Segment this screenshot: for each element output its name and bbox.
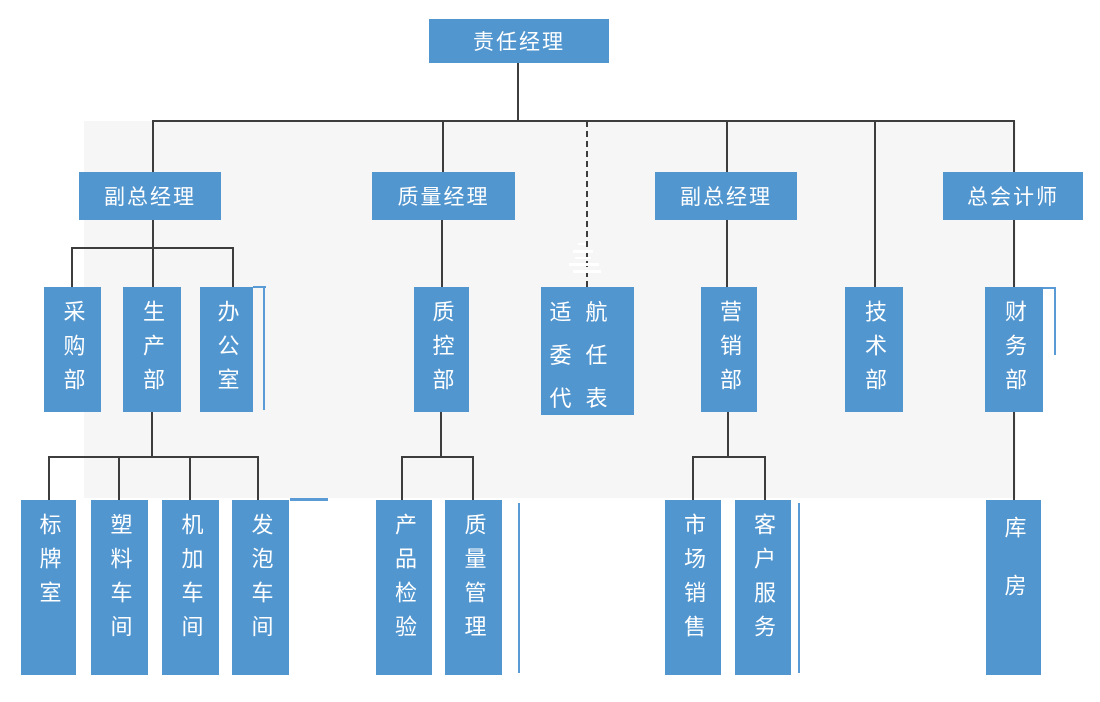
node-root-manager: 责任经理 <box>429 19 609 63</box>
node-quality-management: 质量管理 <box>445 500 502 675</box>
node-airworthiness-rep: 适航委任代表 <box>541 287 634 415</box>
connector-production-rail <box>48 456 259 458</box>
connector-chief-accountant-down <box>1013 220 1015 287</box>
node-warehouse: 库房 <box>986 500 1041 675</box>
connector-stub-quality-management <box>472 456 474 500</box>
node-office: 办公室 <box>200 287 253 412</box>
node-product-inspection-label: 产品检验 <box>392 513 417 649</box>
connector-stub-office <box>232 247 234 287</box>
node-quality-control-label: 质控部 <box>429 300 455 402</box>
connector-marketing-down <box>727 410 729 457</box>
node-plastic-workshop: 塑料车间 <box>91 500 148 675</box>
node-customer-service: 客户服务 <box>735 500 791 675</box>
artifact-office-bracket-top <box>253 286 266 288</box>
artifact-office-bracket-side <box>263 286 265 410</box>
artifact-line-after-quality-management <box>518 503 520 673</box>
artifact-ghost-5 <box>573 270 601 273</box>
connector-stub-sign-room <box>48 456 50 500</box>
connector-main-rail <box>152 120 1015 122</box>
artifact-ghost-1 <box>578 243 586 245</box>
connector-quality-manager-down <box>441 220 443 287</box>
node-product-inspection: 产品检验 <box>376 500 432 675</box>
node-chief-accountant-label: 总会计师 <box>967 186 1059 209</box>
connector-marketing-rail <box>692 456 766 458</box>
node-finance-label: 财务部 <box>1002 300 1027 402</box>
node-deputy-gm-left: 副总经理 <box>79 172 221 220</box>
node-chief-accountant: 总会计师 <box>943 172 1083 220</box>
node-quality-control: 质控部 <box>414 287 469 412</box>
node-quality-manager: 质量经理 <box>372 172 515 220</box>
node-machining-workshop-label: 机加车间 <box>178 513 204 649</box>
node-purchasing-label: 采购部 <box>60 300 86 402</box>
node-deputy-gm-right: 副总经理 <box>655 172 797 220</box>
node-marketing: 营销部 <box>701 287 757 412</box>
connector-qc-rail <box>401 456 474 458</box>
connector-stub-market-sales <box>692 456 694 500</box>
connector-drop-quality-manager <box>442 121 444 172</box>
node-production-label: 生产部 <box>140 300 165 402</box>
node-sign-room: 标牌室 <box>21 500 76 675</box>
artifact-ghost-4 <box>569 263 599 266</box>
connector-dashed-airworthiness <box>586 121 588 287</box>
connector-root-drop <box>517 63 519 121</box>
connector-production-down <box>151 410 153 457</box>
connector-deputy-right-down <box>726 220 728 287</box>
connector-stub-machining <box>189 456 191 500</box>
node-plastic-workshop-label: 塑料车间 <box>107 513 133 649</box>
artifact-ghost-2 <box>573 250 593 253</box>
node-machining-workshop: 机加车间 <box>162 500 219 675</box>
connector-deputy-left-rail <box>71 247 234 249</box>
connector-qc-down <box>440 410 442 457</box>
node-root-manager-label: 责任经理 <box>473 31 565 54</box>
artifact-line-after-customer-service <box>798 503 800 673</box>
node-technology-label: 技术部 <box>862 300 887 402</box>
node-technology: 技术部 <box>845 287 903 412</box>
connector-drop-technology <box>874 121 876 287</box>
node-quality-manager-label: 质量经理 <box>397 186 490 209</box>
node-finance: 财务部 <box>985 287 1043 412</box>
artifact-finance-bracket-side <box>1054 287 1056 355</box>
connector-stub-purchasing <box>71 247 73 287</box>
node-sign-room-label: 标牌室 <box>36 513 62 615</box>
connector-finance-warehouse <box>1013 410 1015 500</box>
node-deputy-gm-left-label: 副总经理 <box>104 186 196 209</box>
artifact-ghost-3 <box>575 257 591 259</box>
node-customer-service-label: 客户服务 <box>751 513 776 649</box>
connector-stub-plastic <box>118 456 120 500</box>
artifact-bar-after-foam <box>290 498 328 501</box>
node-office-label: 办公室 <box>214 300 240 402</box>
artifact-finance-bracket-top <box>1043 287 1056 289</box>
node-purchasing: 采购部 <box>44 287 101 412</box>
node-foam-workshop-label: 发泡车间 <box>248 513 274 649</box>
connector-drop-chief-accountant <box>1013 121 1015 172</box>
node-market-sales: 市场销售 <box>665 500 721 675</box>
connector-stub-foam <box>257 456 259 500</box>
connector-drop-deputy-left <box>152 121 154 172</box>
connector-stub-product-inspection <box>401 456 403 500</box>
node-foam-workshop: 发泡车间 <box>232 500 289 675</box>
connector-drop-deputy-right <box>726 121 728 172</box>
node-deputy-gm-right-label: 副总经理 <box>680 186 772 209</box>
connector-deputy-left-down <box>152 220 154 287</box>
node-airworthiness-rep-label: 适航委任代表 <box>549 300 622 411</box>
connector-stub-customer-service <box>764 456 766 500</box>
node-marketing-label: 营销部 <box>717 300 742 402</box>
node-warehouse-label: 库房 <box>1001 516 1027 632</box>
node-production: 生产部 <box>123 287 181 412</box>
node-market-sales-label: 市场销售 <box>681 513 706 649</box>
node-quality-management-label: 质量管理 <box>461 513 487 649</box>
